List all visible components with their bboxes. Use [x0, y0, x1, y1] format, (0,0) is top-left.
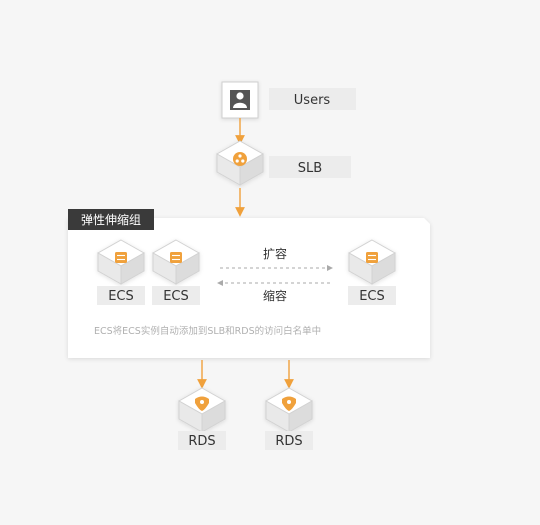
ecs-label-box-1 — [97, 286, 145, 305]
ecs-node-1: ECS — [96, 239, 146, 305]
database-icon — [282, 396, 296, 411]
ecs-label-1: ECS — [108, 289, 134, 304]
slb-label: SLB — [298, 161, 322, 176]
server-icon — [115, 252, 127, 263]
database-icon — [195, 396, 209, 411]
scaling-group: 弹性伸缩组 ECS — [68, 209, 430, 358]
ecs-cube-2 — [151, 239, 201, 285]
ecs-cube-3 — [347, 239, 397, 285]
slb-label-box — [269, 156, 351, 178]
load-balancer-icon — [233, 152, 247, 166]
ecs-label-3: ECS — [359, 289, 385, 304]
scaling-group-tag — [68, 209, 154, 230]
ecs-label-box-3 — [348, 286, 396, 305]
rds-node-1: RDS — [177, 387, 227, 450]
ecs-node-2: ECS — [151, 239, 201, 305]
users-label: Users — [294, 93, 331, 108]
rds-label-2: RDS — [275, 434, 302, 449]
server-icon — [170, 252, 182, 263]
users-node: Users — [221, 81, 356, 119]
slb-cube — [215, 140, 265, 186]
scale-in-label: 缩容 — [263, 288, 287, 303]
slb-node: SLB — [215, 140, 351, 186]
users-label-box — [269, 88, 356, 110]
server-icon — [366, 252, 378, 263]
rds-label-1: RDS — [188, 434, 215, 449]
ecs-label-box-2 — [152, 286, 200, 305]
ecs-node-3: ECS — [347, 239, 397, 305]
ecs-label-2: ECS — [163, 289, 189, 304]
scale-out-label: 扩容 — [263, 246, 287, 261]
scaling-group-note: ECS将ECS实例自动添加到SLB和RDS的访问白名单中 — [94, 325, 321, 337]
user-icon — [230, 90, 250, 110]
rds-node-2: RDS — [264, 387, 314, 450]
scaling-group-title: 弹性伸缩组 — [81, 212, 141, 227]
rds-label-box-1 — [178, 431, 226, 450]
rds-label-box-2 — [265, 431, 313, 450]
